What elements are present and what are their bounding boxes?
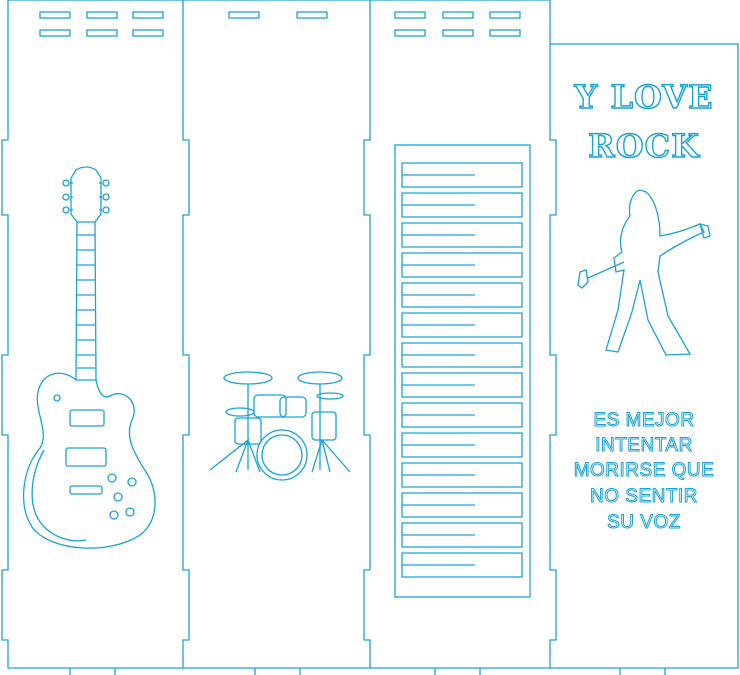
title-line-1: Y LOVE	[573, 78, 713, 116]
vent-slots	[39, 11, 521, 37]
quote-line-2: INTENTAR	[595, 435, 693, 456]
quote-line-4: NO SENTIR	[590, 486, 698, 507]
panel4-text: Y LOVE ROCK ES MEJOR INTENTAR MORIRSE QU…	[573, 77, 715, 533]
piano-key-rows	[401, 162, 523, 578]
drum-kit-icon	[209, 371, 351, 481]
singer-silhouette-icon	[577, 189, 711, 356]
piano-keys-icon	[394, 144, 531, 598]
electric-guitar-icon	[22, 166, 156, 549]
title-line-2: ROCK	[588, 127, 700, 165]
quote-line-3: MORIRSE QUE	[574, 460, 715, 481]
quote-line-1: ES MEJOR	[593, 410, 694, 431]
quote-line-5: SU VOZ	[607, 512, 681, 533]
